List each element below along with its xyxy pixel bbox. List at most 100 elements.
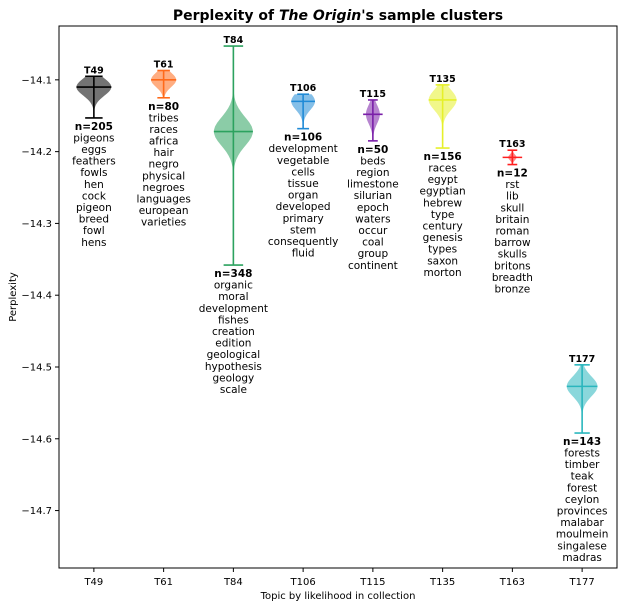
cluster-word: pigeons	[73, 132, 114, 144]
cluster-word: languages	[136, 193, 190, 205]
cluster-word: teak	[571, 471, 595, 483]
cluster-word: singalese	[557, 540, 606, 552]
y-tick-label: −14.6	[21, 434, 52, 445]
x-axis-label: Topic by likelihood in collection	[260, 591, 416, 602]
y-tick-label: −14.3	[21, 219, 52, 230]
cluster-word: developed	[276, 201, 331, 213]
cluster-word: skull	[501, 202, 525, 214]
cluster-word: lib	[506, 191, 519, 203]
cluster-word: genesis	[423, 232, 463, 244]
violin-count-label: n=348	[214, 268, 252, 280]
chart-title-prefix: Perplexity of	[173, 8, 279, 24]
x-tick-label: T135	[429, 577, 455, 588]
violin-topic-label: T163	[499, 139, 525, 150]
cluster-word: provinces	[557, 506, 608, 518]
cluster-word: moulmein	[556, 529, 609, 541]
cluster-word: cells	[291, 166, 315, 178]
cluster-word: types	[428, 244, 457, 256]
violin-count-label: n=205	[75, 121, 113, 133]
cluster-word: geological	[207, 349, 261, 361]
cluster-word: tribes	[149, 112, 179, 124]
cluster-word: saxon	[427, 255, 458, 267]
cluster-word: fowls	[80, 167, 107, 179]
cluster-word: tissue	[288, 178, 319, 190]
violin-count-label: n=143	[563, 436, 601, 448]
cluster-word: hens	[81, 237, 106, 249]
cluster-word: epoch	[357, 202, 389, 214]
y-tick-label: −14.2	[21, 147, 52, 158]
cluster-word: type	[431, 209, 454, 221]
violin-count-label: n=106	[284, 132, 322, 144]
cluster-word: pigeon	[76, 202, 112, 214]
cluster-word: silurian	[354, 190, 392, 202]
y-tick-label: −14.4	[21, 291, 52, 302]
cluster-word: negro	[148, 159, 178, 171]
cluster-word: barrow	[494, 237, 531, 249]
chart-title-suffix: 's sample clusters	[361, 8, 503, 24]
cluster-word: africa	[149, 135, 179, 147]
violin-topic-label: T115	[360, 89, 386, 100]
cluster-word: beds	[360, 155, 385, 167]
cluster-word: coal	[362, 237, 384, 249]
cluster-word: limestone	[347, 179, 399, 191]
y-axis-label: Perplexity	[8, 272, 19, 322]
cluster-word: ceylon	[565, 494, 599, 506]
cluster-word: waters	[355, 213, 390, 225]
violin-topic-label: T61	[154, 60, 174, 71]
cluster-word: edition	[215, 338, 251, 350]
cluster-word: primary	[283, 213, 324, 225]
violin-count-label: n=50	[357, 144, 388, 156]
cluster-word: forests	[564, 448, 600, 460]
cluster-word: development	[268, 143, 337, 155]
cluster-word: fluid	[292, 248, 315, 260]
cluster-word: madras	[562, 552, 602, 564]
violin-topic-label: T135	[429, 74, 455, 85]
cluster-word: egyptian	[420, 186, 466, 198]
cluster-word: consequently	[268, 236, 338, 248]
x-tick-label: T49	[83, 577, 103, 588]
cluster-word: hair	[153, 147, 174, 159]
cluster-word: morton	[424, 267, 462, 279]
cluster-word: organic	[214, 280, 253, 292]
cluster-word: stem	[290, 224, 316, 236]
violin-count-label: n=156	[424, 151, 462, 163]
violin-topic-label: T106	[290, 83, 317, 94]
violin-count-label: n=12	[497, 168, 528, 180]
cluster-word: century	[423, 221, 463, 233]
cluster-word: geology	[212, 372, 254, 384]
x-tick-label: T177	[569, 577, 595, 588]
cluster-word: bronze	[494, 283, 530, 295]
cluster-word: skulls	[498, 249, 527, 261]
cluster-word: races	[149, 124, 177, 136]
cluster-word: creation	[212, 326, 255, 338]
cluster-word: rst	[505, 179, 519, 191]
violin-topic-label: T177	[569, 354, 595, 365]
cluster-word: scale	[220, 384, 247, 396]
cluster-word: occur	[358, 225, 388, 237]
cluster-word: hebrew	[423, 197, 462, 209]
plot-frame	[58, 25, 618, 569]
cluster-word: organ	[288, 190, 318, 202]
cluster-word: malabar	[560, 517, 604, 529]
cluster-word: group	[358, 248, 389, 260]
cluster-word: forest	[567, 482, 597, 494]
cluster-word: moral	[218, 291, 248, 303]
cluster-word: negroes	[143, 182, 185, 194]
cluster-word: timber	[565, 459, 600, 471]
y-tick-label: −14.1	[21, 75, 52, 86]
cluster-word: cock	[82, 190, 107, 202]
chart-title: Perplexity of The Origin's sample cluste…	[173, 8, 503, 24]
cluster-word: vegetable	[277, 155, 329, 167]
cluster-word: breadth	[492, 272, 533, 284]
cluster-word: britons	[494, 260, 531, 272]
x-tick-label: T84	[223, 577, 243, 588]
cluster-word: hen	[84, 179, 104, 191]
cluster-word: fishes	[218, 314, 249, 326]
cluster-word: britain	[495, 214, 529, 226]
cluster-word: feathers	[72, 156, 116, 168]
x-tick-label: T106	[290, 577, 316, 588]
cluster-word: roman	[495, 225, 529, 237]
x-tick-label: T115	[359, 577, 385, 588]
y-tick-label: −14.7	[21, 506, 52, 517]
